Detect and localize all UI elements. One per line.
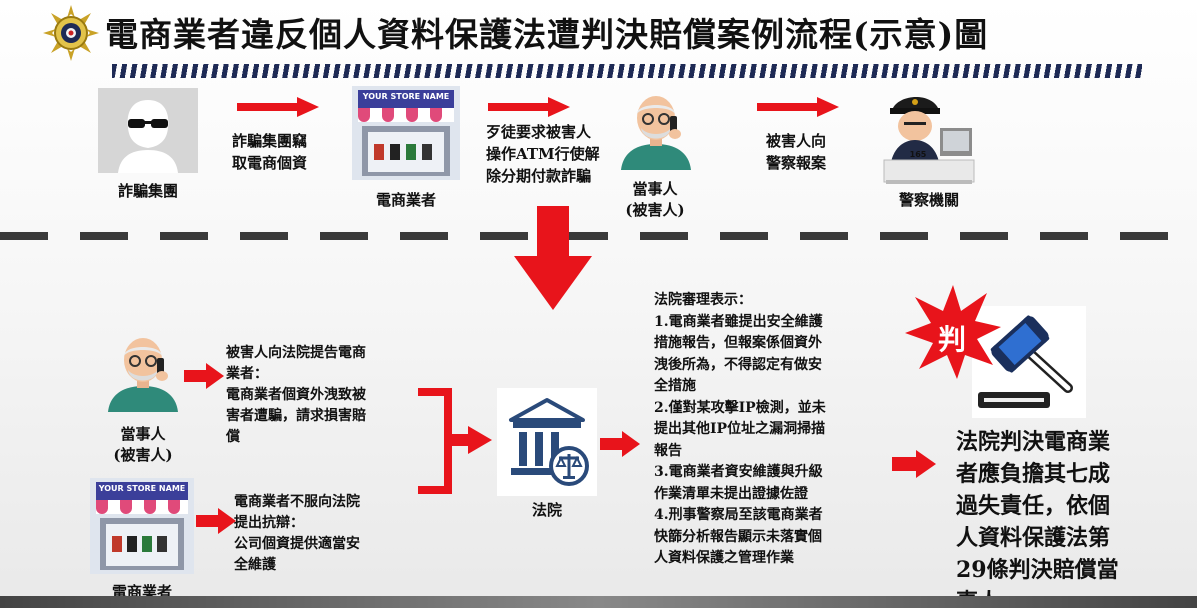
arrow-right-icon (184, 363, 224, 389)
store-icon (352, 86, 460, 180)
police-label: 警察機關 (898, 191, 959, 209)
verdict-text: 法院判決電商業 者應負擔其七成 過失責任，依個 人資料保護法第 29條判決賠償當… (956, 429, 1119, 608)
police-screen-text: 165 (909, 150, 927, 159)
victim-label: 當事人 (被害人) (625, 180, 685, 219)
court-findings-text: 法院審理表示： 1.電商業者雖提出安全維護 措施報告，但報案係個資外 洩後所為，… (654, 292, 826, 566)
merchant-appeal-text: 電商業者不服向法院 提出抗辯： 公司個資提供適當安 全維護 (234, 494, 360, 573)
victim-label: 當事人 (被害人) (113, 425, 173, 464)
merchant-label: 電商業者 (375, 191, 436, 209)
arrow-down-icon (514, 206, 592, 310)
arrow-right-icon (196, 508, 236, 534)
store-sign-text: YOUR STORE NAME (98, 484, 186, 493)
arrow3-text: 被害人向 警察報案 (766, 132, 827, 172)
red-burst-icon (905, 285, 1001, 379)
elderly-phone-icon (621, 96, 691, 170)
judgment-badge: 判 (937, 323, 966, 356)
victim-claim-text: 被害人向法院提告電商 業者： 電商業者個資外洩致被 害者遭騙，請求損害賠 償 (226, 345, 366, 445)
arrow-right-icon (757, 97, 839, 117)
arrow2-text: 歹徒要求被害人 操作ATM行使解 除分期付款詐騙 (486, 123, 600, 185)
arrow1-text: 詐騙集團竊 取電商個資 (232, 132, 308, 172)
arrow-right-icon (488, 97, 570, 117)
fraud-group-label: 詐騙集團 (117, 182, 178, 200)
section-divider (0, 232, 1197, 240)
court-building-icon (497, 388, 597, 496)
arrow-right-icon (237, 97, 319, 117)
arrow-right-icon (892, 450, 936, 478)
court-label: 法院 (531, 501, 562, 519)
elderly-phone-icon (108, 338, 178, 412)
police-officer-icon (883, 96, 975, 184)
title-underline (112, 64, 1142, 78)
bottom-bar (0, 596, 1197, 608)
arrow-right-icon (600, 431, 640, 457)
store-sign-text: YOUR STORE NAME (362, 92, 450, 101)
merge-bracket (418, 388, 492, 494)
page-title: 電商業者違反個人資料保護法遭判決賠償案例流程(示意)圖 (105, 15, 989, 54)
store-icon (90, 478, 194, 574)
police-emblem-icon (43, 5, 99, 61)
fraud-silhouette-icon (98, 88, 198, 173)
